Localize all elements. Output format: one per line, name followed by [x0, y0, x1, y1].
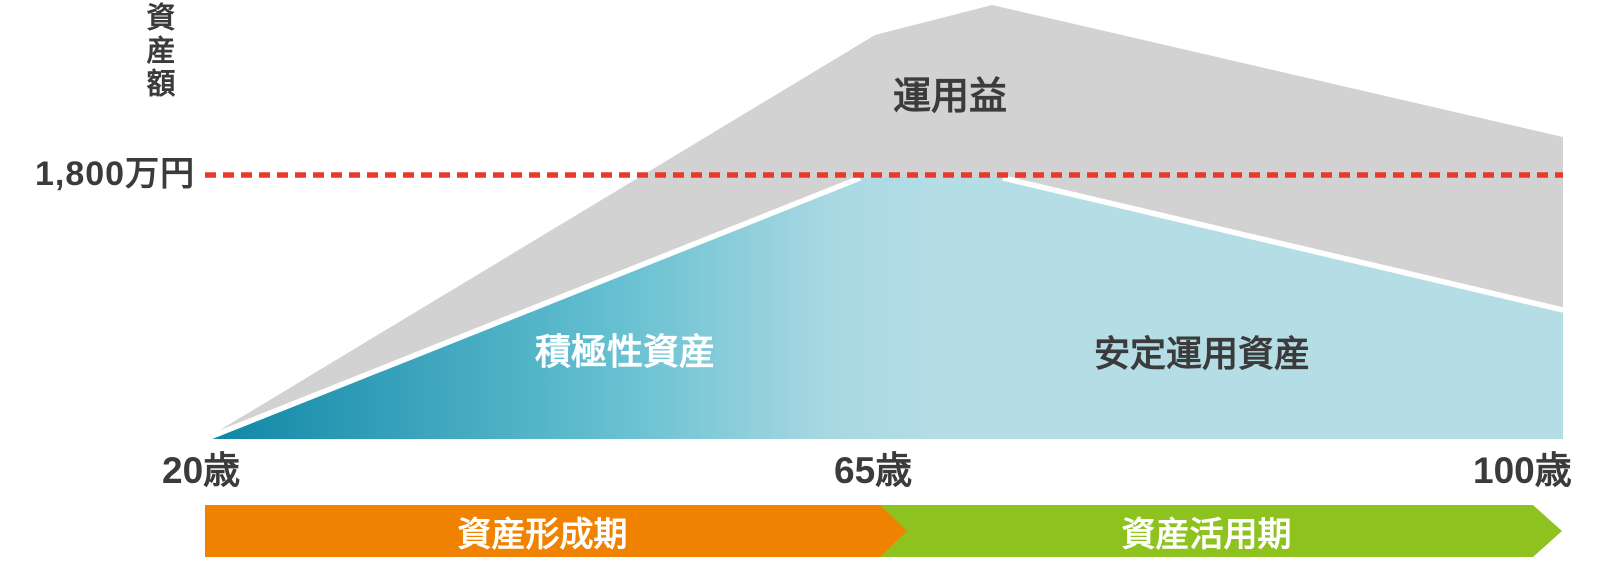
- stable-asset-label: 安定運用資産: [1094, 333, 1311, 374]
- reference-line-label: 1,800万円: [35, 155, 196, 193]
- gain-area-label: 運用益: [893, 76, 1008, 118]
- x-tick-age-65: 65歳: [834, 450, 913, 491]
- y-axis-title: 資産額: [142, 2, 174, 101]
- utilization-phase-arrow: [880, 505, 1562, 557]
- x-tick-age-100: 100歳: [1473, 450, 1572, 491]
- principal-border-right: [1002, 175, 1564, 313]
- x-tick-age-20: 20歳: [162, 450, 241, 491]
- principal-border-left: [203, 175, 862, 442]
- formation-phase-label: 資産形成期: [457, 516, 628, 554]
- formation-phase-arrow: [205, 505, 907, 557]
- utilization-phase-label: 資産活用期: [1121, 516, 1292, 554]
- aggressive-asset-label: 積極性資産: [535, 331, 716, 372]
- principal-area-shape: [205, 178, 1563, 439]
